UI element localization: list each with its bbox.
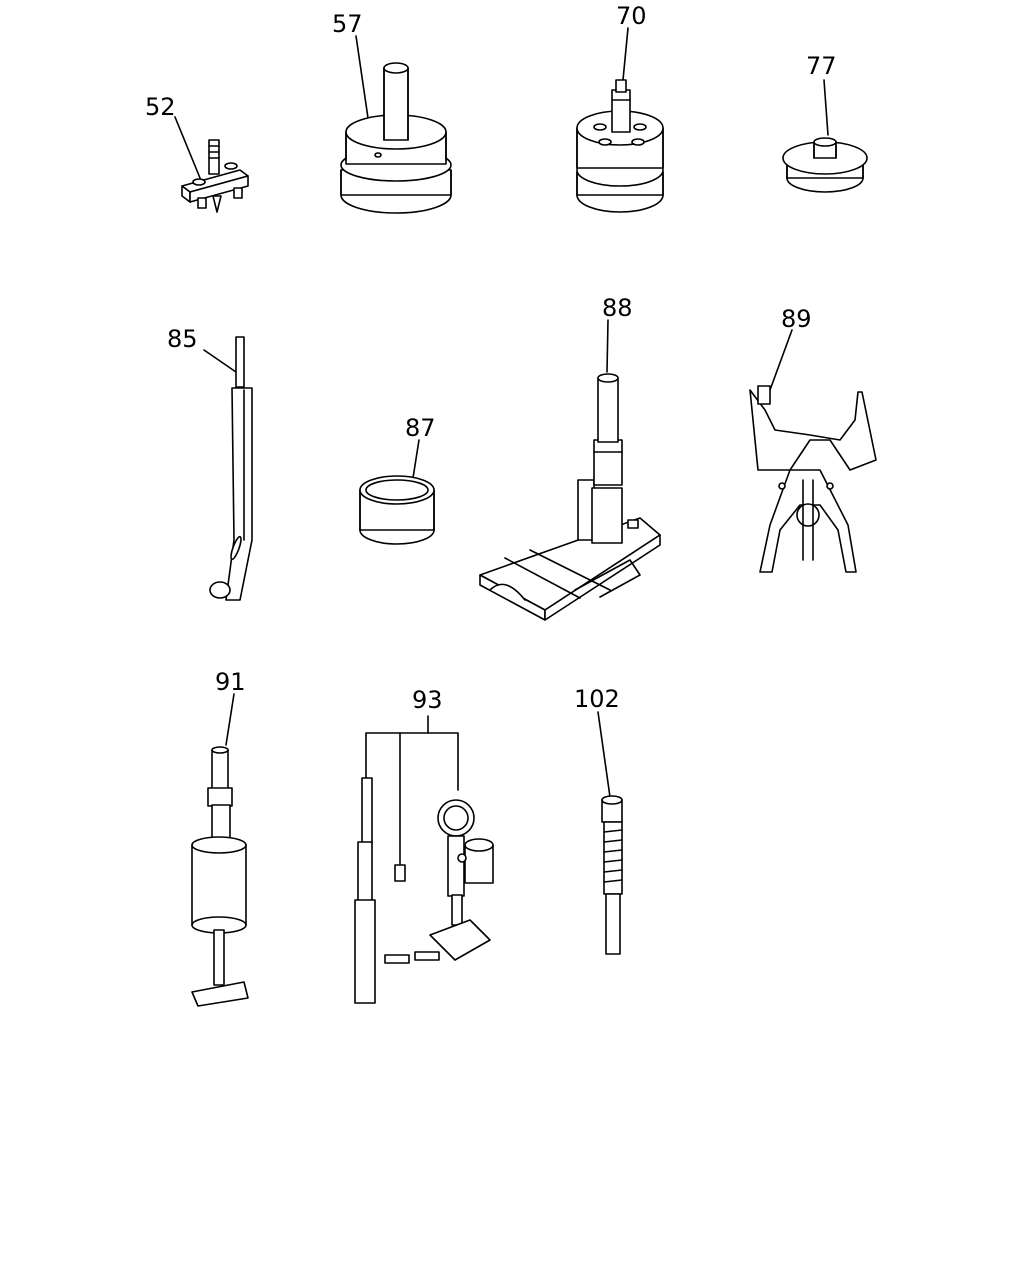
callout-88: 88 (602, 294, 633, 322)
installer-drift-icon: 57 (332, 10, 452, 214)
callout-52: 52 (145, 93, 176, 121)
seal-installer-cap-icon: 77 (782, 52, 868, 193)
callout-77: 77 (806, 52, 837, 80)
callout-87: 87 (405, 414, 436, 442)
callout-70: 70 (616, 2, 647, 30)
bearing-installer-icon: 70 (576, 2, 664, 213)
sleeve-ring-icon: 87 (359, 414, 436, 545)
alignment-fixture-icon: 88 (479, 294, 661, 621)
ring-expander-pliers-icon: 89 (749, 305, 877, 573)
callout-85: 85 (167, 325, 198, 353)
gear-puller-icon: 52 (145, 93, 249, 213)
callout-57: 57 (332, 10, 363, 38)
callout-89: 89 (781, 305, 812, 333)
callout-93: 93 (412, 686, 443, 714)
threaded-adapter-icon: 102 (574, 685, 623, 955)
callout-102: 102 (574, 685, 620, 713)
compression-gauge-kit-icon: 93 (354, 686, 494, 1004)
callout-91: 91 (215, 668, 246, 696)
lever-bar-icon: 85 (167, 325, 253, 601)
slide-hammer-icon: 91 (191, 668, 249, 1007)
